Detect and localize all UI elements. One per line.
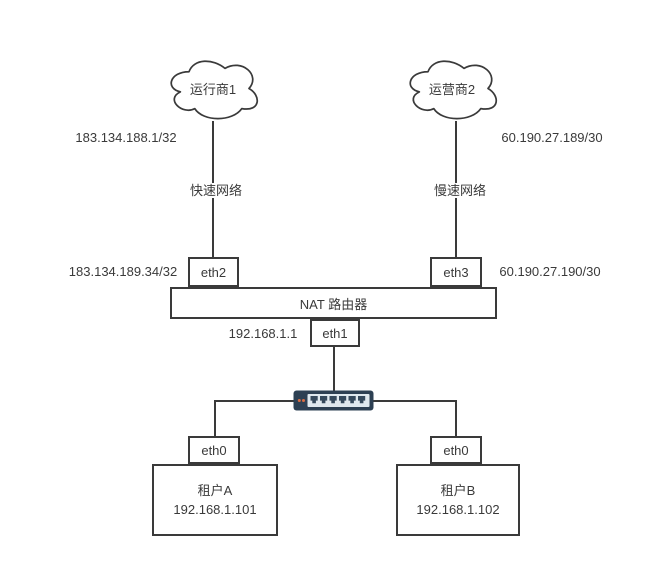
tenant-b-name: 租户B bbox=[440, 483, 476, 498]
port-eth0-b-box: eth0 bbox=[430, 436, 482, 464]
port-eth3-label: eth3 bbox=[443, 264, 469, 280]
isp1-wan-ip-label: 183.134.188.1/32 bbox=[75, 130, 177, 145]
eth2-ip-label: 183.134.189.34/32 bbox=[68, 264, 178, 279]
switch-led-icon bbox=[302, 399, 305, 402]
cloud-icon bbox=[409, 60, 497, 120]
port-eth1-label: eth1 bbox=[322, 325, 348, 341]
switch-tenant-b-vline bbox=[455, 400, 457, 436]
port-eth0-a-box: eth0 bbox=[188, 436, 240, 464]
ethernet-switch-icon bbox=[293, 390, 374, 411]
isp1-cloud-node: 运行商1 bbox=[165, 55, 261, 122]
isp2-cloud-node: 运营商2 bbox=[404, 55, 500, 122]
slow-link-label: 慢速网络 bbox=[407, 183, 513, 198]
port-eth2-label: eth2 bbox=[200, 264, 227, 280]
tenant-a-name: 租户A bbox=[197, 483, 233, 498]
isp1-label: 运行商1 bbox=[189, 82, 237, 97]
port-eth0-b-label: eth0 bbox=[443, 442, 469, 458]
port-eth2-box: eth2 bbox=[188, 257, 239, 287]
cloud-icon bbox=[170, 60, 258, 120]
eth1-ip-label: 192.168.1.1 bbox=[228, 326, 298, 341]
isp2-wan-ip-label: 60.190.27.189/30 bbox=[501, 130, 603, 145]
eth3-ip-label: 60.190.27.190/30 bbox=[499, 264, 601, 279]
nat-router-box: NAT 路由器 bbox=[170, 287, 497, 319]
switch-tenant-b-hline bbox=[373, 400, 456, 402]
switch-led-icon bbox=[297, 399, 301, 402]
fast-link-label: 快速网络 bbox=[163, 183, 269, 198]
router-switch-line bbox=[333, 347, 335, 391]
nat-router-label: NAT 路由器 bbox=[299, 296, 368, 312]
switch-tenant-a-hline bbox=[214, 400, 294, 402]
port-eth3-box: eth3 bbox=[430, 257, 482, 287]
isp2-label: 运营商2 bbox=[428, 82, 476, 97]
tenant-a-box: 租户A 192.168.1.101 bbox=[152, 464, 278, 536]
tenant-b-ip: 192.168.1.102 bbox=[416, 502, 500, 517]
switch-icon bbox=[293, 390, 374, 411]
tenant-b-box: 租户B 192.168.1.102 bbox=[396, 464, 520, 536]
tenant-a-ip: 192.168.1.101 bbox=[173, 502, 257, 517]
switch-tenant-a-vline bbox=[214, 400, 216, 436]
port-eth1-box: eth1 bbox=[310, 319, 360, 347]
port-eth0-a-label: eth0 bbox=[201, 442, 227, 458]
